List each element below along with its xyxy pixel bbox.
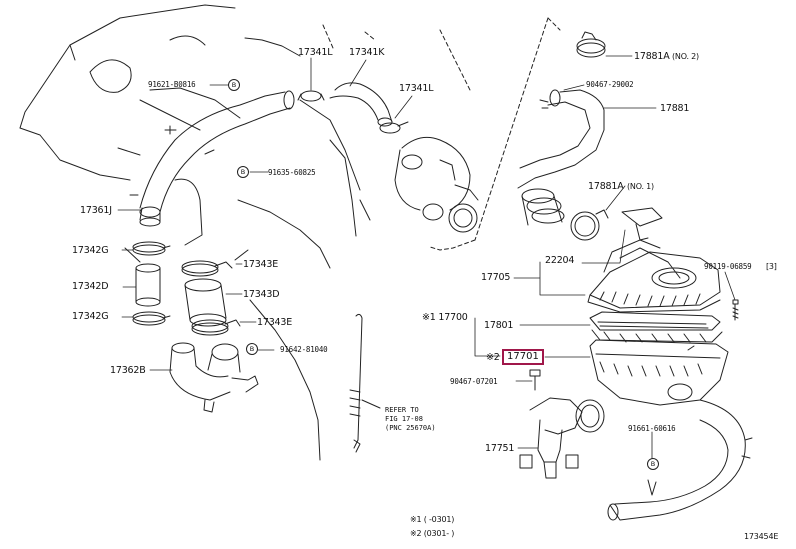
label-qty-3: [3]: [766, 262, 777, 271]
part-label-17705[interactable]: 17705: [481, 272, 511, 283]
part-label-17701-highlighted[interactable]: 17701: [502, 349, 544, 365]
air-filter-element-17801: [589, 311, 723, 343]
part-label-17341L-b[interactable]: 17341L: [399, 83, 434, 94]
part-label-17700[interactable]: ※1 17700: [422, 312, 468, 323]
bolt-90119: [732, 299, 739, 321]
intake-hose-17881: [517, 89, 605, 226]
label-no1: (NO. 1): [627, 182, 654, 191]
part-label-17342G-a[interactable]: 17342G: [72, 245, 109, 256]
air-cleaner-case-17701: [589, 339, 729, 406]
part-label-17342G-b[interactable]: 17342G: [72, 311, 109, 322]
dipstick-tube: [349, 313, 381, 453]
part-label-17341L-a[interactable]: 17341L: [298, 47, 333, 58]
part-label-17881A-no1[interactable]: 17881A: [588, 181, 624, 192]
refer-line-2: FIG 17-08: [385, 415, 423, 423]
circle-marker-b1: B: [228, 79, 240, 91]
part-label-90467-07201[interactable]: 90467-07201: [450, 377, 498, 386]
screw-marks: [129, 125, 215, 196]
part-label-17343E-b[interactable]: 17343E: [257, 317, 293, 328]
refer-note[interactable]: REFER TO FIG 17-08 (PNC 25670A): [385, 406, 436, 433]
hose-17341K: [297, 82, 409, 134]
part-label-22204[interactable]: 22204: [545, 255, 575, 266]
part-label-17362B[interactable]: 17362B: [110, 365, 146, 376]
air-cleaner-cap-17705: [587, 239, 721, 313]
dashed-guide-lines: [322, 17, 561, 251]
label-no2: (NO. 2): [672, 52, 699, 61]
turbocharger-housing: [394, 136, 479, 233]
part-label-17881A-no2[interactable]: 17881A: [634, 51, 670, 62]
part-label-90467-29002[interactable]: 90467-29002: [586, 80, 634, 89]
part-label-17801[interactable]: 17801: [484, 320, 514, 331]
part-label-91621-B0816[interactable]: 91621-B0816: [148, 80, 196, 89]
part-label-17751[interactable]: 17751: [485, 443, 515, 454]
part-label-17343D[interactable]: 17343D: [243, 289, 280, 300]
part-label-17343E-a[interactable]: 17343E: [243, 259, 279, 270]
clamp-17881A-no1: [570, 209, 609, 241]
intake-pipe-17361J: [139, 90, 295, 246]
circle-marker-b2: B: [237, 166, 249, 178]
circle-marker-b4: B: [647, 458, 659, 470]
elbow-pipe-17362B: [169, 342, 259, 413]
footnote-2: ※2 (0301- ): [410, 529, 455, 538]
part-label-17361J[interactable]: 17361J: [80, 205, 112, 216]
leader-lines: [117, 55, 736, 465]
refer-line-3: (PNC 25670A): [385, 424, 436, 432]
part-label-91642-81040[interactable]: 91642-81040: [280, 345, 328, 354]
air-duct-17751: [519, 397, 605, 479]
part-label-17341K[interactable]: 17341K: [349, 47, 385, 58]
part-label-90119-06859[interactable]: 90119-06859: [704, 262, 752, 271]
circle-marker-b3: B: [246, 343, 258, 355]
engine-block-outline: [19, 4, 371, 461]
footnote-1: ※1 ( -0301): [410, 515, 455, 524]
part-label-91635-60825[interactable]: 91635-60825: [268, 168, 316, 177]
refer-line-1: REFER TO: [385, 406, 419, 414]
clamp-17881A-no2: [576, 31, 606, 58]
lower-inlet-hose: [607, 399, 753, 521]
part-label-17881[interactable]: 17881: [660, 103, 690, 114]
airflow-sensor-22204: [621, 207, 663, 241]
diagram-id: 173454E: [744, 532, 779, 541]
clip-90467-07201: [529, 369, 541, 391]
part-label-91661-60616[interactable]: 91661-60616: [628, 424, 676, 433]
label-star2: ※2: [486, 352, 500, 363]
hose-clamp-set: [132, 241, 241, 336]
part-label-17342D[interactable]: 17342D: [72, 281, 109, 292]
